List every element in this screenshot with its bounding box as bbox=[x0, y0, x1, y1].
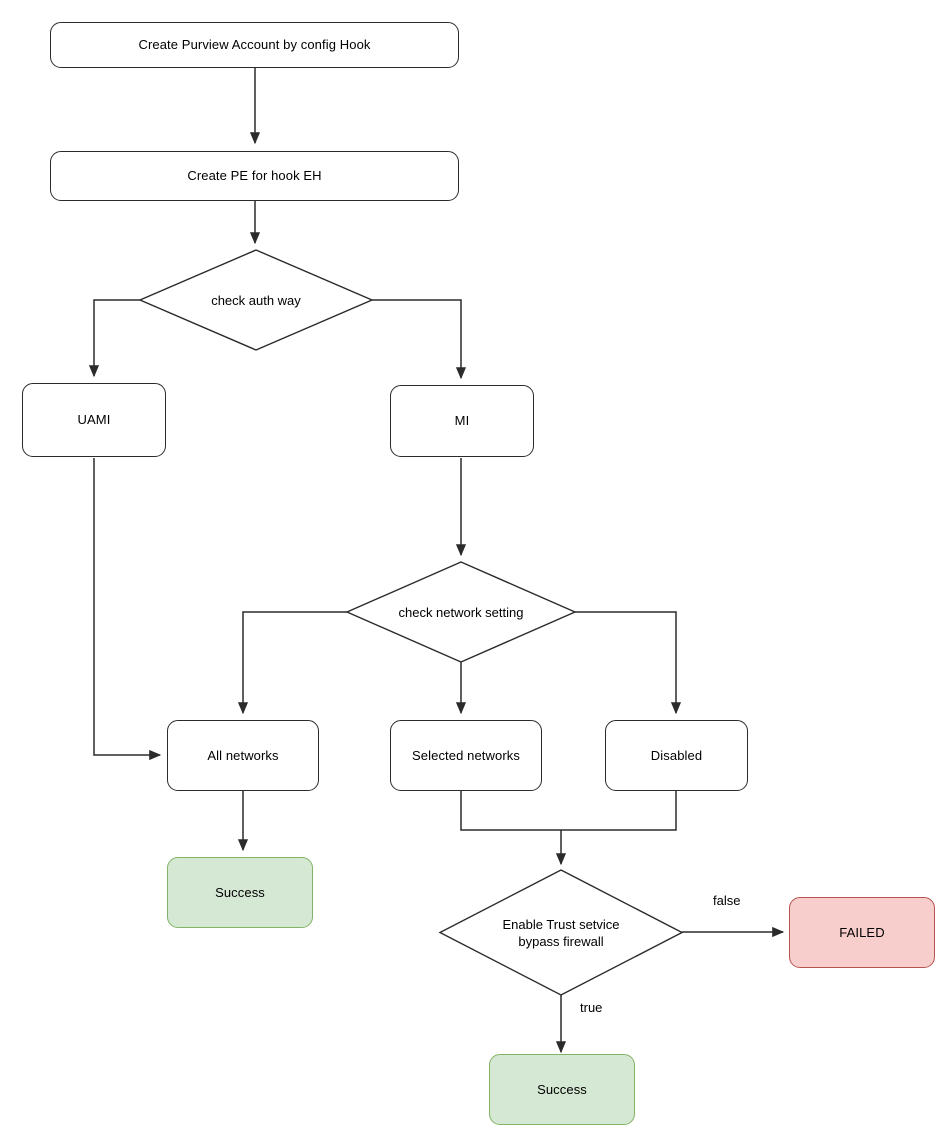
node-enable-trust-service-bypass-firewall[interactable]: Enable Trust setvice bypass firewall bbox=[438, 869, 684, 996]
node-label: Disabled bbox=[650, 747, 703, 763]
node-label: Create PE for hook EH bbox=[187, 168, 322, 183]
node-label: Create Purview Account by config Hook bbox=[138, 37, 371, 52]
edge-selectednetworks-merge bbox=[460, 791, 561, 831]
node-success-bottom[interactable]: Success bbox=[489, 1054, 635, 1125]
edge-label-false: false bbox=[711, 893, 743, 908]
node-label: MI bbox=[454, 413, 470, 428]
node-check-network-setting[interactable]: check network setting bbox=[345, 561, 577, 663]
node-label: FAILED bbox=[839, 924, 885, 940]
node-label: Success bbox=[537, 1081, 587, 1097]
node-label: All networks bbox=[207, 747, 279, 763]
node-label: UAMI bbox=[77, 412, 111, 427]
node-success-left[interactable]: Success bbox=[167, 857, 313, 928]
node-uami[interactable]: UAMI bbox=[22, 383, 166, 457]
node-disabled[interactable]: Disabled bbox=[605, 720, 748, 791]
node-selected-networks[interactable]: Selected networks bbox=[390, 720, 542, 791]
node-label: Selected networks bbox=[412, 747, 520, 763]
node-label: Success bbox=[215, 884, 265, 900]
node-all-networks[interactable]: All networks bbox=[167, 720, 319, 791]
node-check-auth-way[interactable]: check auth way bbox=[138, 249, 374, 351]
edge-disabled-merge bbox=[561, 791, 677, 831]
edge-label-true: true bbox=[578, 1000, 605, 1015]
edge-checkauth-to-mi bbox=[372, 299, 467, 380]
edge-uami-to-allnetworks bbox=[93, 458, 162, 761]
edge-checkauth-to-uami bbox=[88, 299, 140, 378]
node-create-pe-for-hook-eh[interactable]: Create PE for hook EH bbox=[50, 151, 459, 201]
edge-checknetwork-to-disabled bbox=[575, 611, 682, 715]
node-create-purview-account[interactable]: Create Purview Account by config Hook bbox=[50, 22, 459, 68]
edge-checknetwork-to-allnetworks bbox=[237, 611, 347, 715]
node-failed[interactable]: FAILED bbox=[789, 897, 935, 968]
node-mi[interactable]: MI bbox=[390, 385, 534, 457]
